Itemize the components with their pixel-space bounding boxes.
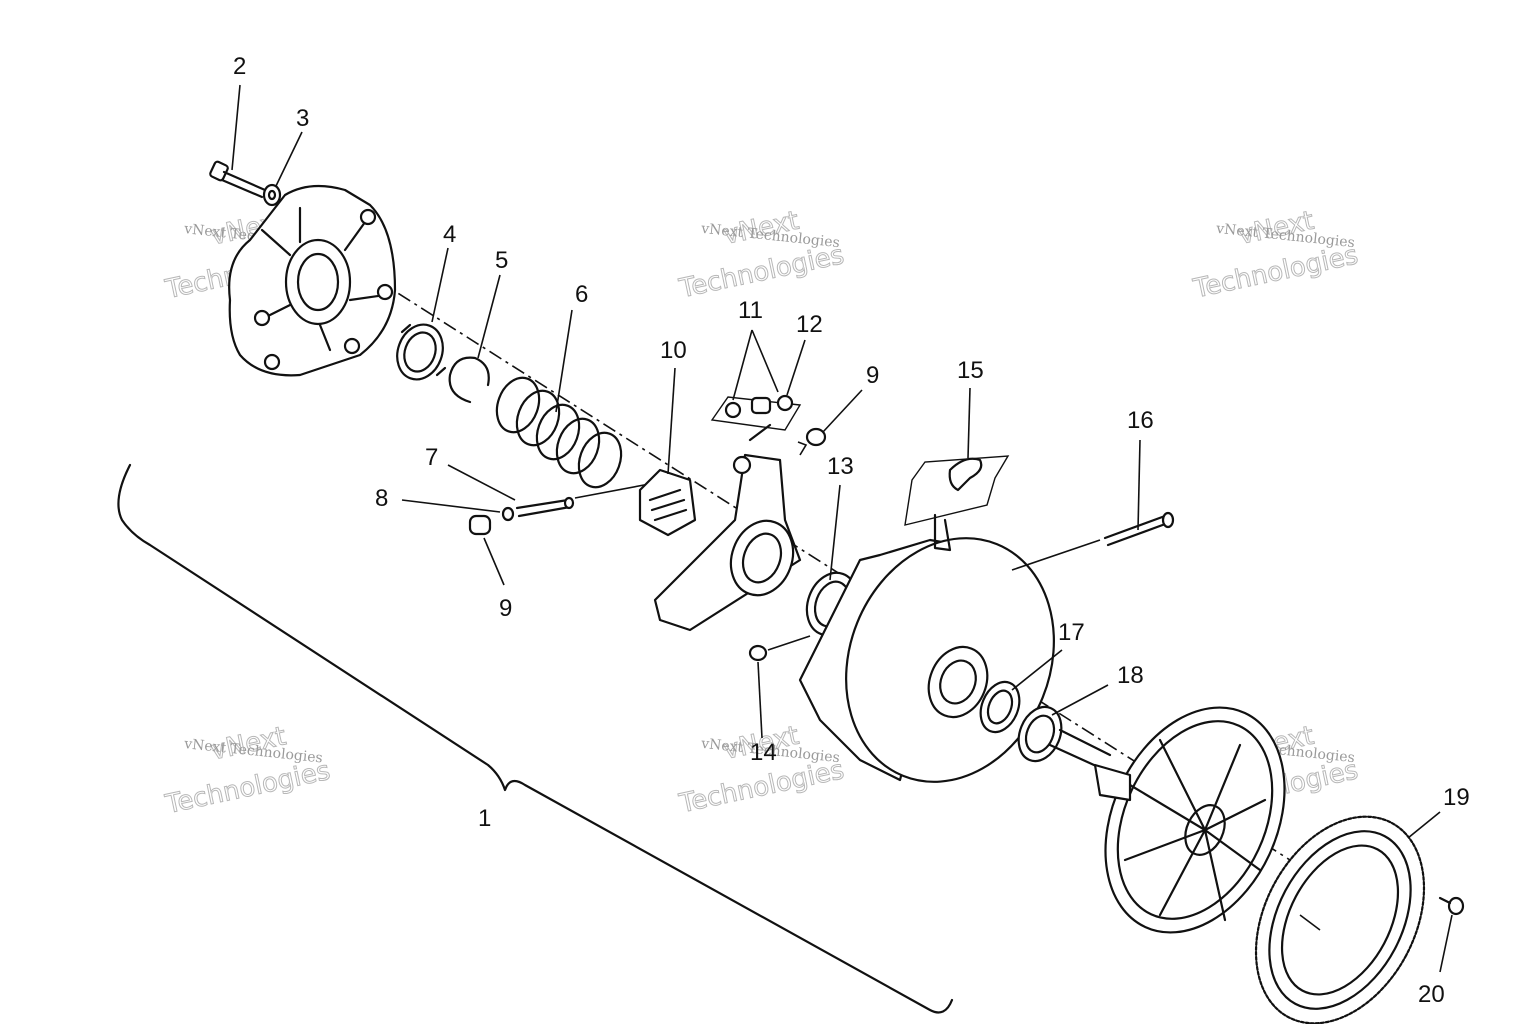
spider-part [638,468,697,537]
clutch-cover-part [228,184,397,377]
watermark-top-right: vNext Technologies [1190,205,1362,305]
callout-10: 10 [660,337,687,364]
callout-11: 11 [738,297,763,324]
snap-ring-part [448,356,490,404]
roller-set-part [710,394,802,431]
callout-6: 6 [575,281,588,308]
callout-18: 18 [1117,662,1144,689]
nut-part [748,635,811,662]
ring-part-18 [1017,705,1063,763]
spring-part [495,376,623,489]
callout-4: 4 [443,221,456,248]
callout-16: 16 [1127,407,1154,434]
svg-text:Technologies: Technologies [162,756,333,820]
center-axis [329,249,1291,861]
callout-9-left: 9 [499,595,512,622]
ring-part-17 [979,680,1021,734]
callout-3: 3 [296,105,309,132]
svg-text:Technologies: Technologies [1190,240,1361,304]
tab-part [904,455,1010,552]
fixed-sheave-part [1048,706,1286,934]
watermark-bottom-center: vNext Technologies [676,720,848,820]
callout-2: 2 [233,53,246,80]
callout-19: 19 [1443,784,1470,811]
bolt-part [209,160,267,199]
pin-part [515,481,661,518]
watermark-bottom-left: vNext Technologies [162,721,334,821]
callout-7: 7 [425,444,438,471]
svg-text:Technologies: Technologies [676,240,847,304]
sheave-part [798,537,1055,783]
callout-8: 8 [375,485,388,512]
leader-lines [231,84,1453,973]
bushing-part [396,323,447,381]
callout-17: 17 [1058,619,1085,646]
callout-20: 20 [1418,981,1445,1008]
callout-1: 1 [478,805,491,832]
washer-part [262,183,282,207]
callout-13: 13 [827,453,854,480]
screw-part-20 [1438,896,1465,916]
cap-part-right [797,427,827,456]
callout-5: 5 [495,247,508,274]
roller-arm-part [653,423,802,632]
callout-14: 14 [750,739,777,766]
pin-part-16 [1011,511,1175,571]
callout-15: 15 [957,357,984,384]
assembly-brace [117,463,954,1014]
ring-gear-part [1254,815,1426,1024]
callout-12: 12 [796,311,823,338]
watermark-top-center: vNext Technologies [676,205,848,305]
cap-part-left [468,514,492,536]
callout-9-right: 9 [866,362,879,389]
screw-part [501,506,515,522]
